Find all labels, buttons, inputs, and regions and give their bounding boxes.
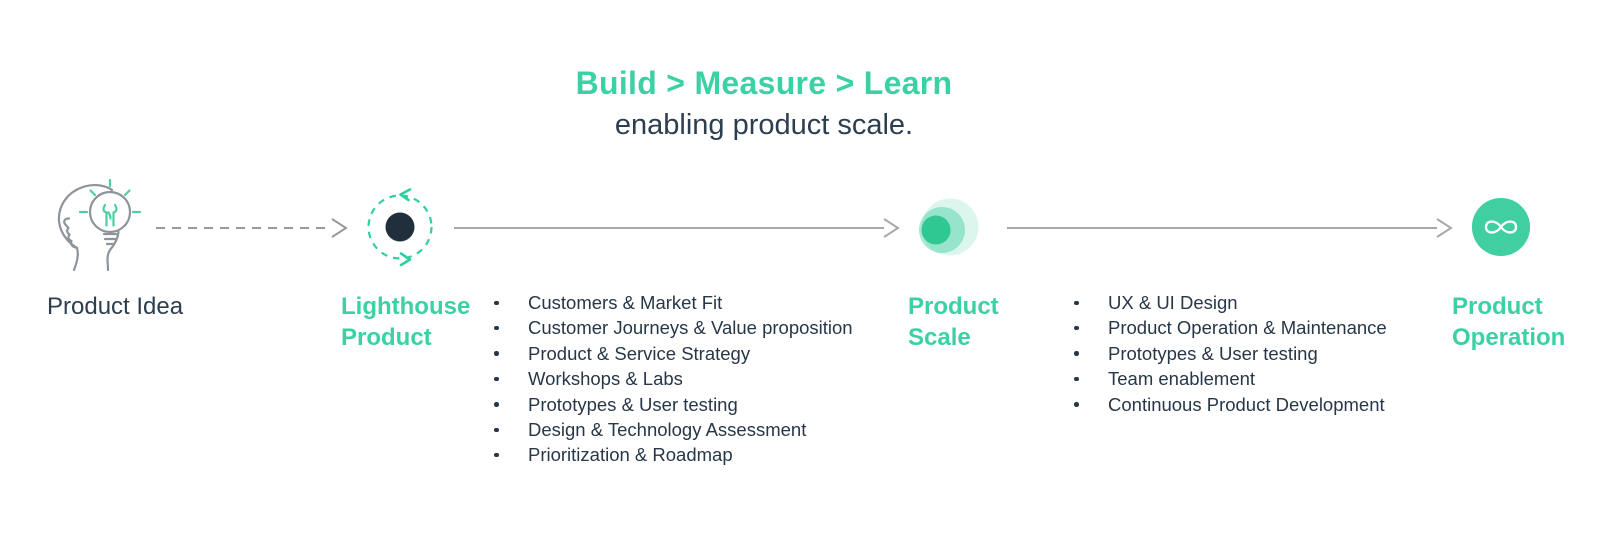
list-item: Customers & Market Fit [493, 290, 878, 315]
solid-arrow-icon [1007, 218, 1453, 238]
list-item: Prioritization & Roadmap [493, 442, 878, 467]
scaling-circles-icon [919, 198, 979, 256]
list-item: Product Operation & Maintenance [1073, 315, 1413, 340]
diagram-subtitle: enabling product scale. [614, 109, 914, 141]
solid-arrow-icon [454, 218, 900, 238]
stage-product-scale-node [893, 188, 1011, 272]
head-lightbulb-icon [57, 178, 142, 272]
list-item: Continuous Product Development [1073, 392, 1413, 417]
list-item: Design & Technology Assessment [493, 417, 878, 442]
stage-label-product-operation: Product Operation [1452, 293, 1566, 351]
list-item: Prototypes & User testing [1073, 341, 1413, 366]
stage-label-product-idea: Product Idea [47, 293, 184, 320]
title-block: Build > Measure > Learn enabling product… [0, 64, 1528, 142]
connector-dashed-arrow [154, 213, 354, 243]
list-item: Workshops & Labs [493, 366, 878, 391]
iteration-loop-icon [367, 188, 433, 267]
list-item: Customer Journeys & Value proposition [493, 315, 878, 340]
stage-label-lighthouse-product: Lighthouse Product [341, 293, 471, 351]
dashed-arrow-icon [156, 218, 348, 238]
lighthouse-bullet-list: Customers & Market Fit Customer Journeys… [493, 290, 878, 468]
stage-label-product-scale: Product Scale [908, 293, 999, 351]
connector-solid-arrow-2 [1005, 213, 1455, 243]
infinity-icon [1471, 197, 1531, 257]
list-item: Prototypes & User testing [493, 392, 878, 417]
stage-lighthouse-product-node [360, 187, 440, 267]
stage-product-idea-node [44, 176, 148, 272]
product-scale-bullet-list: UX & UI Design Product Operation & Maint… [1073, 290, 1413, 417]
list-item: Product & Service Strategy [493, 341, 878, 366]
list-item: UX & UI Design [1073, 290, 1413, 315]
list-item: Team enablement [1073, 366, 1413, 391]
stage-product-operation-node [1470, 196, 1532, 258]
connector-solid-arrow-1 [452, 213, 902, 243]
diagram-headline: Build > Measure > Learn [575, 65, 953, 101]
